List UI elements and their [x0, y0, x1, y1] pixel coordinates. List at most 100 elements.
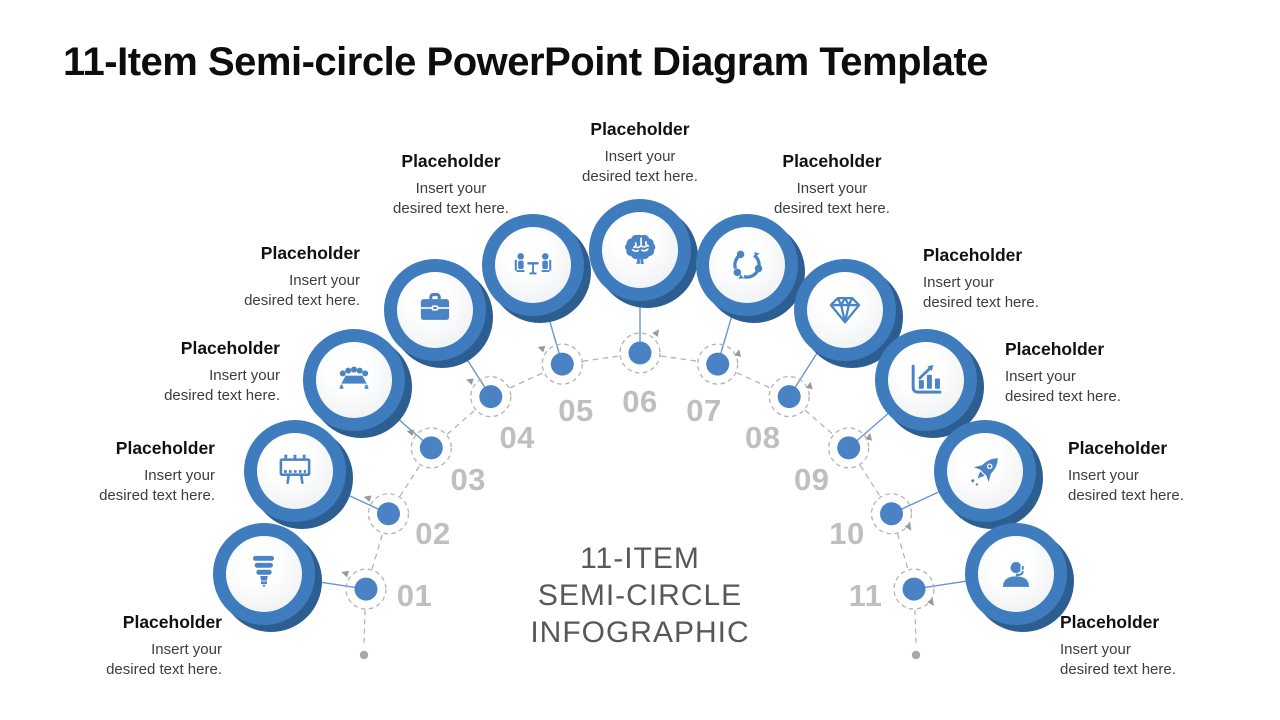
direction-arrow-icon [927, 598, 934, 606]
direction-arrow-icon [537, 345, 546, 353]
step-number-03: 03 [450, 462, 486, 498]
item-heading: Placeholder [1060, 612, 1160, 632]
item-body: Insert your desired text here. [164, 367, 280, 404]
item-body: Insert your desired text here. [1060, 641, 1176, 678]
circle-face [708, 227, 785, 304]
item-heading: Placeholder [115, 438, 215, 458]
brain-icon [625, 234, 656, 264]
node-dot [550, 352, 574, 376]
item-circle-03[interactable] [302, 329, 412, 439]
circle-face [888, 342, 965, 419]
step-number-09: 09 [794, 462, 830, 498]
cycle-process-icon [732, 250, 762, 280]
step-number-08: 08 [745, 419, 781, 455]
circle-face [947, 432, 1023, 509]
step-number-10: 10 [829, 516, 865, 552]
item-body: Insert your desired text here. [244, 272, 360, 309]
node-dot [354, 577, 378, 601]
item-circle-01[interactable] [213, 522, 323, 632]
dashed-segment [859, 465, 881, 497]
finish-end-dot [911, 650, 921, 660]
circle-face [257, 432, 333, 509]
item-circle-07[interactable] [695, 214, 805, 324]
step-number-02: 02 [415, 516, 451, 552]
support-agent-icon [1002, 559, 1029, 587]
item-circle-10[interactable] [934, 419, 1043, 529]
start-end-dot [359, 650, 369, 660]
item-body: Insert your desired text here. [1005, 368, 1121, 405]
item-circle-02[interactable] [244, 419, 353, 529]
node-dot [837, 436, 861, 460]
node-dot [377, 502, 400, 526]
item-body: Insert your desired text here. [106, 641, 222, 678]
direction-arrow-icon [341, 570, 349, 578]
item-body: Insert your desired text here. [582, 148, 698, 185]
circle-face [806, 271, 883, 348]
item-circle-06[interactable] [589, 199, 698, 308]
item-heading: Placeholder [122, 612, 222, 632]
slide-title[interactable]: 11-Item Semi-circle PowerPoint Diagram T… [63, 40, 988, 84]
item-circle-09[interactable] [875, 329, 985, 439]
item-heading: Placeholder [1005, 339, 1105, 359]
meeting-table-icon [339, 366, 368, 389]
cfl-bulb-icon [253, 555, 275, 588]
circle-face [315, 342, 392, 419]
dashed-segment [446, 409, 476, 435]
direction-arrow-icon [904, 522, 912, 531]
dashed-segment [399, 465, 421, 497]
rocket-icon [970, 457, 998, 486]
direction-arrow-icon [865, 433, 873, 441]
direction-arrow-icon [406, 429, 415, 437]
growth-chart-icon [912, 364, 942, 394]
node-dashed-ring [870, 493, 913, 535]
node-dashed-ring [470, 375, 512, 418]
item-circle-05[interactable] [482, 214, 592, 324]
item-heading: Placeholder [923, 245, 1023, 265]
dashed-segment [896, 533, 909, 570]
dashed-segment [736, 372, 771, 389]
center-label[interactable]: 11-ITEM SEMI-CIRCLE INFOGRAPHIC [530, 542, 750, 649]
circle-face [495, 227, 572, 304]
end-tail [914, 610, 917, 648]
item-circle-04[interactable] [384, 258, 494, 368]
direction-arrow-icon [734, 349, 742, 357]
dashed-segment [804, 409, 834, 435]
item-circle-11[interactable] [964, 522, 1074, 632]
direction-arrow-icon [652, 329, 660, 337]
step-number-05: 05 [558, 393, 594, 429]
direction-arrow-icon [363, 495, 372, 503]
item-heading: Placeholder [180, 338, 280, 358]
step-number-11: 11 [848, 578, 883, 614]
node-dashed-ring [619, 332, 661, 374]
step-number-06: 06 [622, 384, 658, 419]
dashed-segment [371, 533, 384, 570]
item-heading: Placeholder [1068, 438, 1168, 458]
step-number-07: 07 [686, 393, 722, 429]
node-dot [479, 385, 503, 409]
circle-face [397, 271, 474, 348]
node-dashed-ring [410, 427, 452, 469]
node-dashed-ring [367, 493, 410, 535]
circle-face [226, 535, 303, 612]
node-dot [902, 577, 926, 601]
item-circle-08[interactable] [793, 258, 903, 368]
circle-face [977, 535, 1054, 612]
node-dot [628, 341, 652, 365]
circle-face [602, 212, 678, 288]
step-number-01: 01 [396, 578, 433, 614]
item-body: Insert your desired text here. [923, 274, 1039, 311]
dashed-segment [660, 355, 698, 362]
